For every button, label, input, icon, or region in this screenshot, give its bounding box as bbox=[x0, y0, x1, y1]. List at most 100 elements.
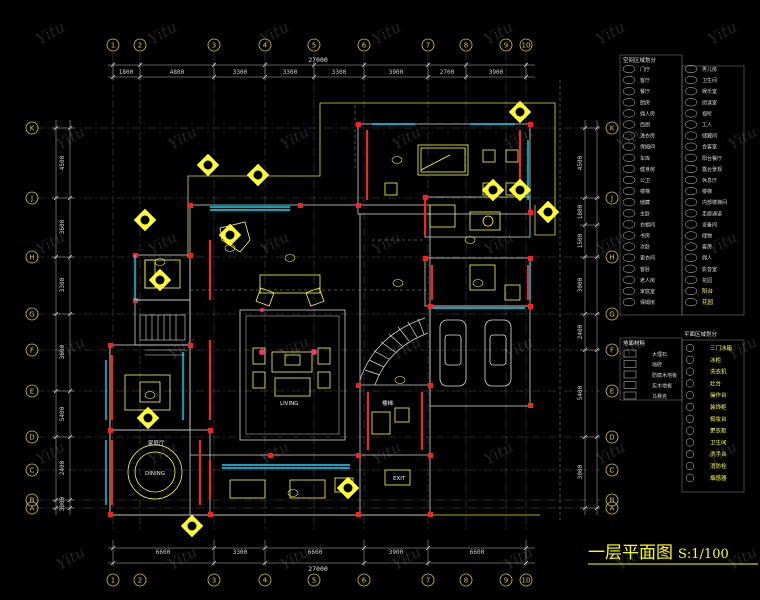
elevation-marker-2 bbox=[246, 163, 270, 187]
svg-text:8: 8 bbox=[464, 577, 468, 585]
legend-material-0: 大理石 bbox=[623, 349, 667, 358]
axis-bubble-left-H: H bbox=[25, 250, 39, 264]
legend-room-right-3: 阅读室 bbox=[684, 98, 717, 107]
axis-bubble-bottom-9: 9 bbox=[499, 573, 513, 587]
legend-room-left-6: 洗衣房 bbox=[622, 131, 655, 140]
legend-room-right-21: 花园 bbox=[684, 298, 714, 307]
axis-bubble-left-F: F bbox=[25, 343, 39, 357]
legend-room-right-4: 视听 bbox=[684, 109, 712, 118]
legend-room-right-14: 设备间 bbox=[684, 220, 717, 229]
svg-text:西厨: 西厨 bbox=[640, 123, 650, 129]
room-code-circle-8 bbox=[394, 376, 406, 384]
room-labels: LIVING DINING EXIT 楼梯 家庭厅 bbox=[145, 399, 406, 482]
svg-text:冰柜: 冰柜 bbox=[710, 356, 722, 364]
watermark-37: Yitu bbox=[277, 543, 312, 574]
axis-bubble-top-7: 7 bbox=[421, 38, 435, 52]
svg-text:影音室: 影音室 bbox=[702, 266, 717, 273]
legend-room-right-7: 会客室 bbox=[684, 142, 717, 151]
svg-text:门厅: 门厅 bbox=[640, 66, 650, 73]
axis-bubble-bottom-3: 3 bbox=[207, 573, 221, 587]
svg-text:马赛克: 马赛克 bbox=[652, 393, 667, 400]
legend-room-left-14: 衣帽间 bbox=[622, 220, 655, 229]
svg-text:会客室: 会客室 bbox=[702, 144, 717, 151]
elevation-marker-8 bbox=[136, 406, 160, 430]
drawing-title: 一层平面图 bbox=[588, 543, 673, 563]
axis-bubble-right-F: F bbox=[605, 343, 619, 357]
watermark-20: Yitu bbox=[705, 228, 740, 259]
svg-text:家庭室: 家庭室 bbox=[640, 288, 655, 295]
svg-text:G: G bbox=[29, 311, 34, 319]
axis-bubble-bottom-7: 7 bbox=[421, 573, 435, 587]
svg-text:C: C bbox=[610, 467, 615, 475]
room-code-circle-5 bbox=[144, 391, 156, 399]
legend-room-left-12: 储藏 bbox=[622, 198, 650, 207]
legend-room-right-19: 花园 bbox=[684, 275, 712, 284]
svg-text:储物: 储物 bbox=[702, 233, 712, 240]
watermark-26: Yitu bbox=[613, 333, 648, 364]
svg-text:健身房: 健身房 bbox=[640, 166, 655, 173]
watermark-23: Yitu bbox=[277, 333, 312, 364]
axis-bubble-left-D: D bbox=[25, 430, 39, 444]
watermark-10: Yitu bbox=[389, 123, 424, 154]
legend-function-10: 消防栓 bbox=[685, 461, 727, 471]
legend-room-left-2: 餐厅 bbox=[622, 87, 650, 96]
watermark-17: Yitu bbox=[369, 228, 404, 259]
legend-room-left-0: 门厅 bbox=[622, 64, 650, 74]
svg-text:书房: 书房 bbox=[640, 233, 650, 240]
legend-room-left-13: 主卧 bbox=[622, 209, 650, 218]
elevation-marker-0 bbox=[133, 208, 157, 232]
watermark-32: Yitu bbox=[481, 438, 516, 469]
axis-bubble-right-A: A bbox=[605, 501, 619, 515]
legend-room-right-9: 露台景观 bbox=[684, 164, 722, 173]
legend-room-right-6: 储藏间 bbox=[684, 131, 717, 140]
watermark-30: Yitu bbox=[257, 438, 292, 469]
drawing-title-block: 一层平面图 S:1/100 bbox=[588, 543, 758, 565]
axis-bubble-bottom-5: 5 bbox=[307, 573, 321, 587]
svg-text:4: 4 bbox=[263, 42, 268, 50]
legend-functions-header: 平面区域划分 bbox=[684, 330, 718, 338]
axis-bubble-top-10: 10 bbox=[519, 38, 533, 52]
svg-text:楼梯: 楼梯 bbox=[702, 188, 712, 195]
watermark-18: Yitu bbox=[481, 228, 516, 259]
svg-text:1: 1 bbox=[111, 42, 115, 50]
dimension-bottom-total: 27000 bbox=[308, 565, 328, 573]
watermark-4: Yitu bbox=[481, 18, 516, 49]
axis-bubble-right-B: B bbox=[605, 493, 619, 507]
legend-functions: 平面区域划分 三门冰箱冰柜洗衣机灶台操作台装饰柜梳妆台更衣柜卫生间洗手台消防栓烟… bbox=[681, 330, 745, 493]
legend-room-left-10: 公卫 bbox=[622, 175, 650, 185]
watermark-13: Yitu bbox=[725, 123, 760, 154]
svg-text:J: J bbox=[610, 195, 613, 203]
room-label-family: 家庭厅 bbox=[148, 439, 165, 447]
svg-text:厨房: 厨房 bbox=[640, 99, 650, 106]
svg-text:D: D bbox=[29, 434, 34, 442]
svg-text:操作台: 操作台 bbox=[710, 391, 727, 399]
axis-bubble-left-B: B bbox=[25, 493, 39, 507]
svg-text:设备间: 设备间 bbox=[702, 221, 717, 228]
svg-text:灶台: 灶台 bbox=[710, 379, 722, 387]
axis-bubble-left-J: J bbox=[25, 191, 39, 205]
svg-text:餐厅: 餐厅 bbox=[640, 88, 650, 95]
watermark-6: Yitu bbox=[705, 18, 740, 49]
watermark-9: Yitu bbox=[277, 123, 312, 154]
elevation-markers bbox=[133, 100, 560, 538]
svg-text:卫生间: 卫生间 bbox=[702, 77, 717, 84]
svg-text:H: H bbox=[29, 254, 34, 262]
legend-room-right-0: 男儿房 bbox=[684, 64, 717, 74]
legend-room-left-11: 楼梯 bbox=[622, 187, 650, 196]
elevation-marker-6 bbox=[536, 200, 560, 224]
svg-text:9: 9 bbox=[504, 42, 508, 50]
watermark-41: Yitu bbox=[725, 543, 760, 574]
room-code-circle-0 bbox=[391, 156, 403, 164]
svg-text:9: 9 bbox=[504, 577, 508, 585]
room-code-circle-7 bbox=[287, 489, 299, 497]
side-stairs bbox=[139, 314, 186, 356]
watermark-38: Yitu bbox=[389, 543, 424, 574]
svg-text:大理石: 大理石 bbox=[652, 351, 667, 358]
legend-room-right-13: 走廊通道 bbox=[684, 209, 722, 218]
dimension-top-seg-1: 4800 bbox=[170, 69, 185, 76]
dimension-right-seg-1: 1800 bbox=[577, 204, 584, 219]
svg-text:7: 7 bbox=[426, 42, 430, 50]
elevation-marker-10 bbox=[336, 476, 360, 500]
garage-cars bbox=[439, 319, 512, 387]
